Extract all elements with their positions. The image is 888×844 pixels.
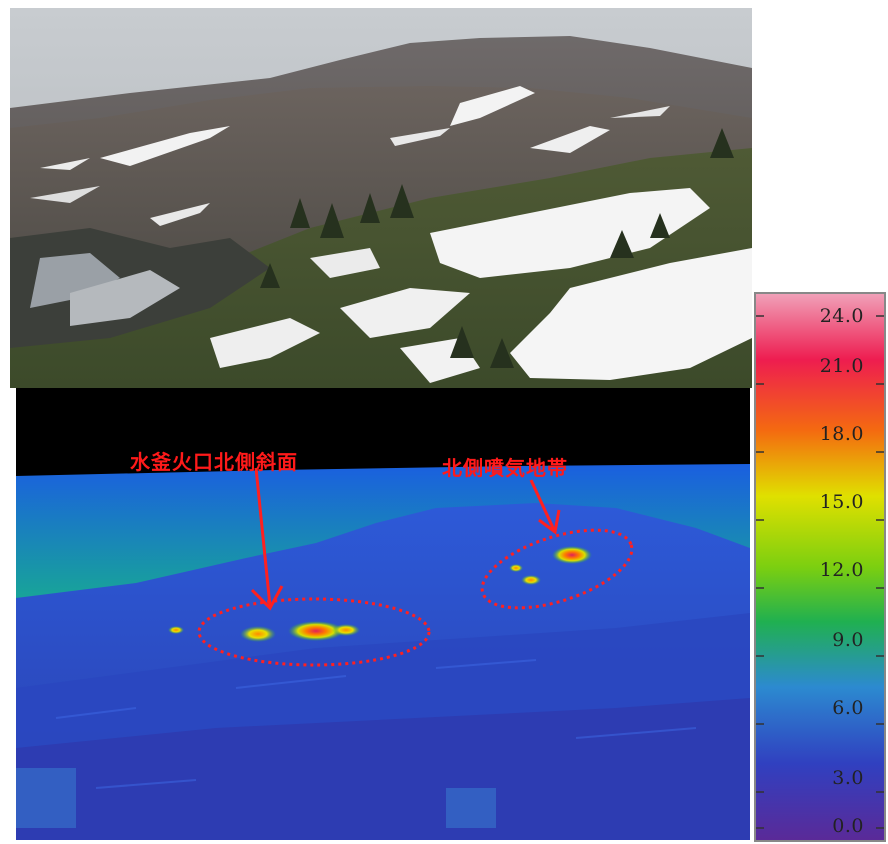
right-region-label: 北側噴気地帯 [442, 456, 568, 480]
tick-label: 0.0 [832, 815, 864, 837]
tick-label: 21.0 [819, 355, 864, 377]
left-arrow [250, 467, 284, 611]
tick-label: 24.0 [819, 305, 864, 327]
tick-label: 3.0 [832, 767, 864, 789]
colorbar-ticks: 24.0 21.0 18.0 15.0 12.0 9.0 6.0 3.0 0.0 [756, 294, 888, 844]
landscape-photo [10, 8, 752, 388]
right-region-outline [480, 528, 634, 610]
tick-label: 18.0 [819, 423, 864, 445]
tick-label: 6.0 [832, 697, 864, 719]
thermal-image [16, 388, 750, 840]
temperature-scale: 24.0 21.0 18.0 15.0 12.0 9.0 6.0 3.0 0.0 [752, 290, 888, 844]
tick-label: 12.0 [819, 559, 864, 581]
tick-label: 15.0 [819, 491, 864, 513]
right-arrow [529, 479, 561, 535]
tick-label: 9.0 [832, 629, 864, 651]
left-region-outline [197, 597, 431, 667]
colorbar: 24.0 21.0 18.0 15.0 12.0 9.0 6.0 3.0 0.0 [754, 292, 886, 842]
left-region-label: 水釜火口北側斜面 [130, 450, 298, 474]
